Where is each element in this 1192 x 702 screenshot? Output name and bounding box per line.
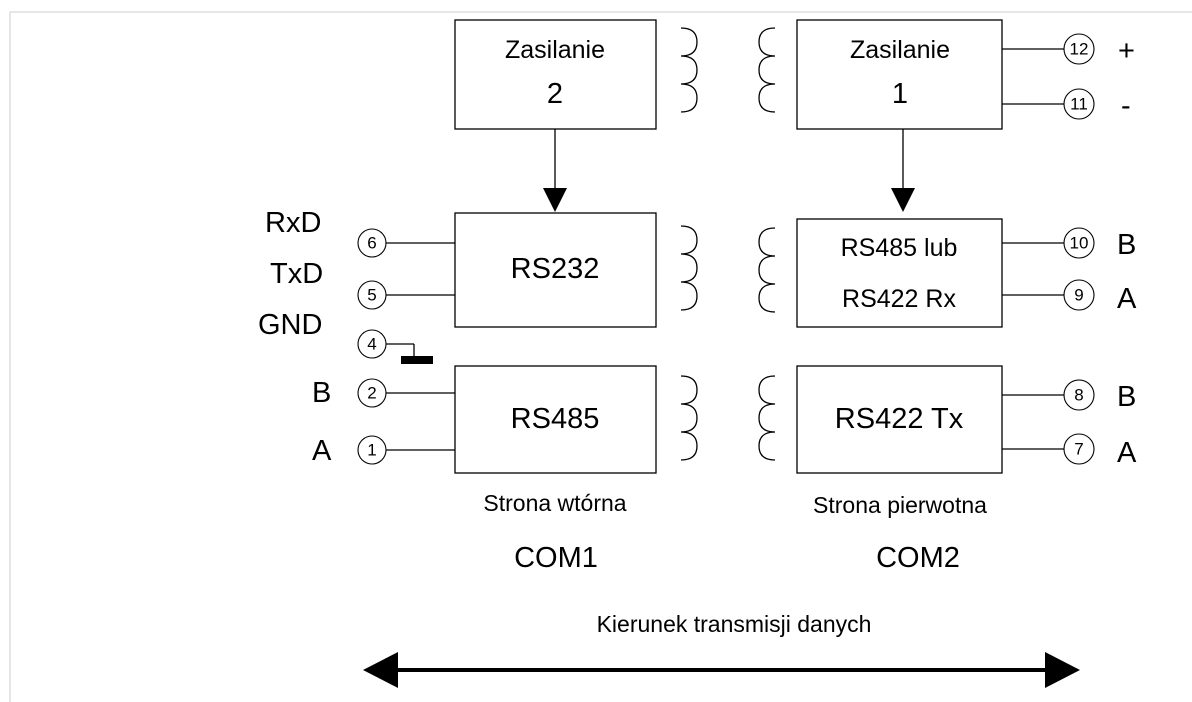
caption-com2: COM2 [876, 542, 960, 574]
signal-label-b-right-top: B [1117, 229, 1136, 261]
terminal-pin-1-number: 1 [367, 441, 376, 460]
terminal-pin-11 [1063, 88, 1095, 120]
arrow-left-head-icon [363, 652, 398, 688]
left-terminals: 6 RxD 5 TxD 4 GND 2 B 1 A [258, 207, 455, 467]
signal-label-rxd: RxD [265, 207, 321, 239]
arrow-down-icon [543, 188, 567, 212]
signal-label-gnd: GND [258, 309, 322, 341]
rs232-box [454, 212, 657, 328]
rs422-tx-box [796, 365, 1003, 474]
transformer-coil-icon [758, 375, 776, 461]
signal-label-a-left: A [312, 435, 332, 467]
terminal-pin-8 [1063, 379, 1095, 411]
signal-label-plus: + [1118, 35, 1135, 67]
transformer-coil-icon [758, 227, 776, 313]
rs485-rs422-rx-block: RS485 lub RS422 Rx [758, 218, 1003, 328]
signal-label-minus: - [1121, 90, 1131, 122]
transformer-coil-icon [758, 27, 776, 113]
caption-direction: Kierunek transmisji danych [597, 611, 872, 637]
power-supply-1-box [796, 19, 1003, 130]
bidirectional-arrow-icon [363, 652, 1080, 688]
caption-secondary-side: Strona wtórna [483, 490, 626, 516]
rs485-rs422-rx-box [796, 218, 1003, 328]
terminal-pin-10-number: 10 [1070, 234, 1089, 253]
terminal-pin-2-number: 2 [367, 384, 376, 403]
rs485-label: RS485 [511, 403, 600, 435]
terminal-pin-9-number: 9 [1074, 286, 1083, 305]
signal-label-a-right-bottom: A [1117, 437, 1137, 469]
terminal-pin-1 [357, 435, 387, 465]
transformer-coil-icon [680, 27, 698, 113]
rs422-tx-label: RS422 Tx [835, 403, 964, 435]
rs485-block: RS485 [454, 365, 698, 474]
terminal-pin-6-number: 6 [367, 234, 376, 253]
terminal-pin-10 [1063, 227, 1095, 259]
transformer-coil-icon [680, 225, 698, 311]
terminal-pin-5 [357, 280, 387, 310]
power-supply-1: Zasilanie 1 [758, 19, 1003, 130]
arrow-down-icon [891, 188, 915, 212]
ground-icon [401, 356, 433, 364]
terminal-pin-2 [357, 378, 387, 408]
arrow-right-head-icon [1045, 652, 1080, 688]
right-terminals: 12 + 11 - 10 B 9 A 8 B 7 A [1002, 33, 1137, 469]
rs485-rs422-rx-line2: RS422 Rx [842, 285, 956, 313]
terminal-pin-5-number: 5 [367, 286, 376, 305]
power-supply-1-number: 1 [892, 78, 908, 110]
power-supply-2: Zasilanie 2 [454, 19, 698, 130]
terminal-pin-12-number: 12 [1070, 40, 1089, 59]
power-supply-2-number: 2 [547, 78, 563, 110]
rs232-block: RS232 [454, 212, 698, 328]
rs485-box [454, 365, 657, 474]
power-supply-2-title: Zasilanie [505, 36, 605, 64]
transformer-coil-icon [680, 375, 698, 461]
signal-label-a-right-top: A [1117, 283, 1137, 315]
terminal-pin-11-number: 11 [1070, 95, 1088, 114]
rs485-rs422-rx-line1: RS485 lub [841, 234, 958, 262]
rs232-label: RS232 [511, 253, 600, 285]
terminal-pin-9 [1063, 279, 1095, 311]
terminal-pin-7 [1063, 433, 1095, 465]
power-supply-1-title: Zasilanie [850, 36, 950, 64]
power-supply-2-box [454, 19, 657, 130]
terminal-pin-8-number: 8 [1074, 386, 1083, 405]
caption-com1: COM1 [514, 542, 598, 574]
terminal-pin-12 [1063, 33, 1095, 65]
signal-label-txd: TxD [270, 258, 323, 290]
signal-label-b-left: B [312, 377, 331, 409]
signal-label-b-right-bottom: B [1117, 381, 1136, 413]
rs422-tx-block: RS422 Tx [758, 365, 1003, 474]
caption-primary-side: Strona pierwotna [813, 492, 987, 518]
terminal-pin-7-number: 7 [1074, 440, 1083, 459]
terminal-pin-4-number: 4 [367, 335, 376, 354]
terminal-pin-6 [357, 228, 387, 258]
